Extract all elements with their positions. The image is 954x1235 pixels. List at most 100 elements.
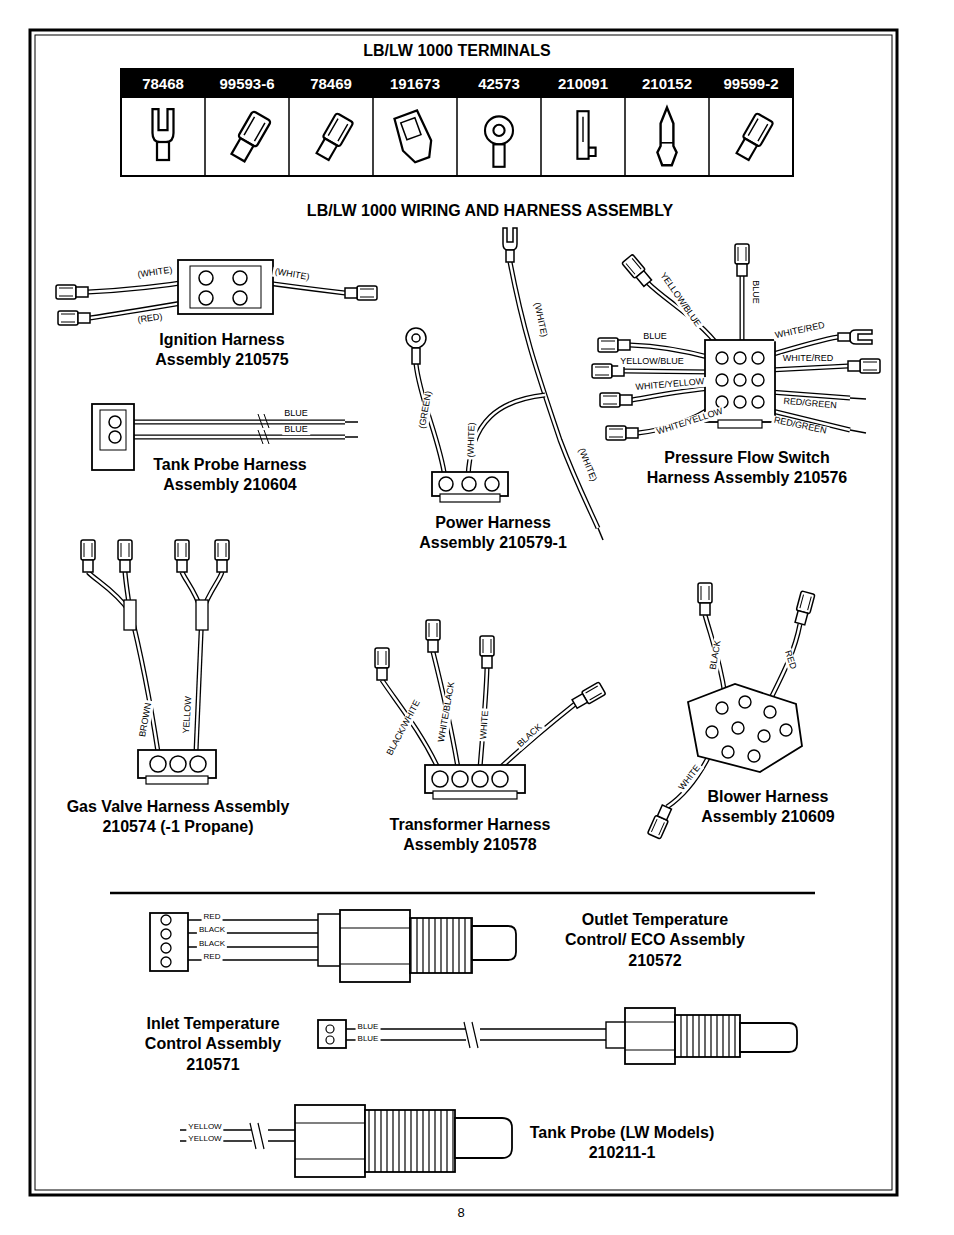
inlet-sensor-drawing [675,1015,740,1057]
pressure-switch-harness-drawing [740,276,745,348]
gas-valve-harness-drawing [130,610,158,752]
part-number: 99593-6 [219,75,274,92]
gas-valve-harness-drawing [190,756,206,772]
assembly-name: Ignition Harness Assembly 210575 [142,330,302,371]
wire-color-label: BLACK [514,721,546,751]
pressure-switch-harness-drawing [598,338,630,352]
wire-color-label: (WHITE) [466,420,477,459]
wire-color-label: BLUE [641,332,669,342]
blower-harness-drawing [706,726,718,738]
part-number-cell: 78469 [289,69,373,98]
tank-probe-harness-drawing [345,422,358,437]
tank-probe-harness-drawing [120,435,345,440]
blower-harness-drawing [793,591,815,626]
transformer-harness-drawing [433,652,458,768]
wire-color-label: YELLOW/BLUE [657,270,704,331]
ignition-harness-drawing [199,291,213,305]
blower-harness-drawing [705,615,725,695]
pressure-switch-harness-drawing [741,276,743,348]
terminal-icons [392,109,437,164]
outlet-sensor-drawing [161,929,171,939]
wire-color-label: WHITE/RED [781,354,836,364]
ignition-harness-drawing [58,311,90,325]
pressure-switch-harness-drawing [592,244,880,440]
ignition-harness-drawing [56,285,88,299]
terminal-icons [734,113,773,162]
gas-valve-harness-drawing [124,600,136,630]
part-number: 42573 [478,75,520,92]
assembly-name: Outlet Temperature Control/ ECO Assembly… [550,910,760,971]
blower-harness-drawing [732,722,744,734]
terminal-table-grid [121,69,793,176]
gas-valve-harness-drawing [196,610,202,752]
transformer-harness-drawing [500,704,575,768]
outlet-sensor-drawing [161,915,171,925]
pressure-switch-harness-drawing [734,374,746,386]
power-harness-drawing [468,395,545,478]
gas-valve-harness-drawing [138,750,216,778]
pressure-switch-harness-drawing [718,420,762,428]
inlet-sensor-drawing [625,1008,675,1064]
transformer-harness-drawing [375,648,389,680]
wire-color-label: YELLOW [186,1123,223,1132]
outlet-sensor-drawing [161,943,171,953]
page-border [30,30,897,1195]
page-number: 8 [457,1205,464,1220]
pressure-switch-harness-drawing [752,352,764,364]
gas-valve-harness-drawing [81,540,229,784]
pressure-switch-harness-drawing [850,398,866,433]
pressure-switch-harness-drawing [838,330,872,344]
pressure-switch-harness-drawing [752,374,764,386]
wire-color-label: BLACK [197,940,227,949]
terminal-icons [153,108,774,167]
wire-color-label: WHITE/RED [772,320,827,341]
pressure-switch-harness-drawing [734,396,746,408]
gas-valve-harness-drawing [130,610,158,752]
pressure-switch-harness-drawing [752,396,764,408]
wire-color-label: YELLOW/BLUE [618,357,686,367]
power-harness-drawing [439,477,453,491]
pressure-switch-harness-drawing [734,352,746,364]
inlet-sensor-drawing [318,1020,346,1048]
outlet-sensor-drawing [410,918,472,973]
power-harness-drawing [416,364,445,478]
pressure-switch-harness-drawing [770,366,848,370]
pressure-switch-harness-drawing [622,254,653,288]
blower-harness-drawing [739,696,751,708]
transformer-harness-drawing [382,680,438,768]
power-harness-drawing [462,477,476,491]
tank-probe-harness-drawing [92,404,134,470]
inlet-sensor-drawing [318,1008,797,1064]
pressure-switch-harness-drawing [716,374,728,386]
terminal-table-grid [121,69,793,176]
part-number-cell: 42573 [457,69,541,98]
ignition-harness-drawing [233,271,247,285]
power-harness-drawing [406,328,426,364]
blower-harness-drawing [770,624,800,700]
transformer-harness-drawing [452,771,468,787]
page-border [35,35,892,1190]
blower-harness-drawing [770,624,800,700]
inlet-sensor-drawing [606,1022,626,1048]
tank-probe-harness-drawing [258,414,269,444]
terminal-table-grid [205,69,709,176]
ignition-harness-drawing [190,266,261,308]
blower-harness-drawing [764,706,776,718]
terminal-icons [577,111,595,159]
outlet-sensor-drawing [161,957,171,967]
transformer-harness-drawing [375,620,606,799]
assembly-name: Blower Harness Assembly 210609 [673,787,863,828]
power-harness-drawing [510,262,598,528]
transformer-harness-drawing [433,652,458,768]
inlet-sensor-drawing [740,1023,797,1052]
tank-probe-harness-drawing [109,416,121,428]
assembly-name: Pressure Flow Switch Harness Assembly 21… [642,448,852,489]
terminal-icons [229,111,271,163]
outlet-sensor-drawing [340,928,410,964]
transformer-harness-drawing [500,704,575,768]
assembly-name: Tank Probe Harness Assembly 210604 [140,455,320,496]
blower-harness-drawing [688,684,802,772]
tank-probe-drawing [180,1105,512,1177]
